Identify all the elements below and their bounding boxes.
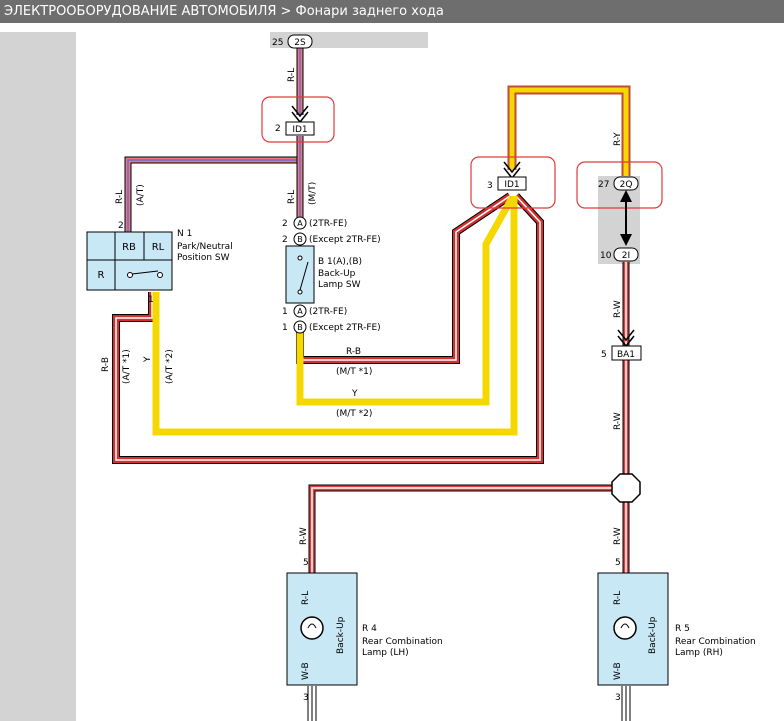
- svg-text:2: 2: [118, 221, 124, 231]
- label-at2: (A/T *2): [165, 349, 175, 384]
- wire-rb-at: [112, 193, 544, 464]
- svg-text:10: 10: [600, 251, 612, 261]
- svg-text:2: 2: [282, 219, 288, 229]
- svg-text:W-B: W-B: [301, 662, 311, 680]
- svg-text:Back-Up: Back-Up: [648, 616, 658, 654]
- connector-id1-top: 2 ID1: [275, 121, 315, 136]
- svg-text:BA1: BA1: [617, 350, 635, 360]
- wire-ground-rh: [621, 686, 631, 721]
- label-rw-rh: R-W: [613, 527, 623, 545]
- svg-text:1: 1: [282, 307, 288, 317]
- connector-ba1: 5 BA1: [601, 345, 642, 361]
- svg-text:Rear Combination: Rear Combination: [362, 637, 443, 647]
- svg-text:R 4: R 4: [362, 624, 377, 634]
- svg-text:Position SW: Position SW: [177, 253, 230, 263]
- connector-2s: 25 2S: [272, 34, 313, 49]
- svg-text:Back-Up: Back-Up: [318, 269, 356, 279]
- label-at1: (A/T *1): [122, 349, 132, 384]
- svg-text:(2TR-FE): (2TR-FE): [309, 219, 347, 229]
- svg-text:1: 1: [282, 323, 288, 333]
- label-rw-1: R-W: [613, 300, 623, 318]
- wire-y-mt: [296, 196, 516, 406]
- svg-text:2: 2: [275, 124, 281, 134]
- svg-text:Lamp SW: Lamp SW: [318, 280, 361, 290]
- svg-text:Park/Neutral: Park/Neutral: [177, 242, 233, 252]
- svg-text:2Q: 2Q: [620, 180, 633, 190]
- svg-text:Lamp (LH): Lamp (LH): [362, 648, 409, 658]
- svg-text:ID1: ID1: [292, 125, 307, 135]
- label-rl-top: R-L: [287, 68, 297, 82]
- connector-2q: 27 2Q: [598, 176, 639, 191]
- svg-text:W-B: W-B: [613, 662, 623, 680]
- svg-text:Lamp (RH): Lamp (RH): [675, 648, 723, 658]
- highlight-id1-top: [261, 96, 335, 143]
- label-y-left: Y: [143, 356, 153, 363]
- connector-2i: 10 2I: [600, 247, 639, 262]
- svg-text:B: B: [297, 323, 303, 332]
- svg-text:3: 3: [615, 693, 621, 703]
- svg-text:(2TR-FE): (2TR-FE): [309, 307, 347, 317]
- label-rl-mid: R-L: [287, 190, 297, 204]
- svg-text:3: 3: [303, 693, 309, 703]
- svg-text:A: A: [297, 307, 303, 316]
- label-rb-mid: R-B: [346, 347, 361, 357]
- svg-text:ID1: ID1: [504, 180, 519, 190]
- wire-rl-to-n1: [124, 136, 304, 232]
- wire-ry: [507, 85, 631, 176]
- wire-ground-lh: [307, 686, 317, 721]
- svg-text:5: 5: [615, 558, 621, 568]
- svg-text:N 1: N 1: [177, 229, 192, 239]
- highlight-id1-right: [470, 156, 556, 209]
- page-title: ЭЛЕКТРООБОРУДОВАНИЕ АВТОМОБИЛЯ > Фонари …: [0, 0, 784, 23]
- label-rw-lh: R-W: [299, 527, 309, 545]
- svg-text:1: 1: [148, 295, 154, 305]
- svg-text:Rear Combination: Rear Combination: [675, 637, 756, 647]
- arrow-ba1: [617, 329, 635, 342]
- svg-text:3: 3: [487, 181, 493, 191]
- svg-text:R: R: [98, 270, 105, 281]
- label-ry: R-Y: [613, 132, 623, 146]
- label-mt1: (M/T *1): [336, 367, 372, 377]
- connector-id1-right: 3 ID1: [487, 176, 527, 191]
- title-spacer: [0, 23, 784, 32]
- svg-text:Back-Up: Back-Up: [336, 616, 346, 654]
- label-mt-mid: (M/T): [308, 182, 318, 205]
- label-rb-left: R-B: [101, 357, 111, 372]
- svg-text:25: 25: [272, 38, 283, 48]
- splice-point: [611, 473, 641, 503]
- svg-text:B: B: [297, 235, 303, 244]
- svg-text:A: A: [297, 219, 303, 228]
- component-r4: 5 R-L W-B Back-Up 3 R 4 Rear Combination…: [286, 558, 443, 703]
- label-rw-2: R-W: [613, 412, 623, 430]
- wire-y-at: [152, 196, 518, 436]
- svg-text:R 5: R 5: [675, 624, 690, 634]
- wire-rw-left: [308, 484, 612, 574]
- label-at-left: (A/T): [136, 184, 146, 206]
- component-n1: 2 RB RL R 1 N 1 Park/Neutral Position SW: [86, 221, 233, 305]
- label-mt2: (M/T *2): [336, 409, 372, 419]
- svg-text:2: 2: [282, 235, 288, 245]
- svg-text:2S: 2S: [294, 38, 306, 48]
- arrow-id1-right: [503, 161, 521, 174]
- label-rl-left: R-L: [115, 190, 125, 204]
- arrow-id1-top: [291, 105, 309, 118]
- svg-text:(Except 2TR-FE): (Except 2TR-FE): [309, 235, 381, 245]
- svg-text:RB: RB: [122, 242, 136, 253]
- svg-text:5: 5: [601, 350, 607, 360]
- left-margin-band: [0, 32, 76, 721]
- svg-text:27: 27: [598, 180, 609, 190]
- component-b1: 2 A (2TR-FE) 2 B (Except 2TR-FE) B 1(A),…: [282, 216, 381, 334]
- svg-text:(Except 2TR-FE): (Except 2TR-FE): [309, 323, 381, 333]
- title-text: ЭЛЕКТРООБОРУДОВАНИЕ АВТОМОБИЛЯ > Фонари …: [4, 4, 444, 19]
- label-y-mid: Y: [351, 389, 358, 399]
- highlight-2q: [576, 161, 663, 209]
- component-r5: 5 R-L W-B Back-Up 3 R 5 Rear Combination…: [597, 558, 756, 703]
- svg-text:5: 5: [303, 558, 309, 568]
- svg-text:2I: 2I: [622, 251, 630, 261]
- svg-text:B 1(A),(B): B 1(A),(B): [318, 257, 362, 267]
- svg-text:R-L: R-L: [301, 591, 311, 605]
- svg-text:R-L: R-L: [613, 591, 623, 605]
- svg-text:RL: RL: [152, 242, 165, 253]
